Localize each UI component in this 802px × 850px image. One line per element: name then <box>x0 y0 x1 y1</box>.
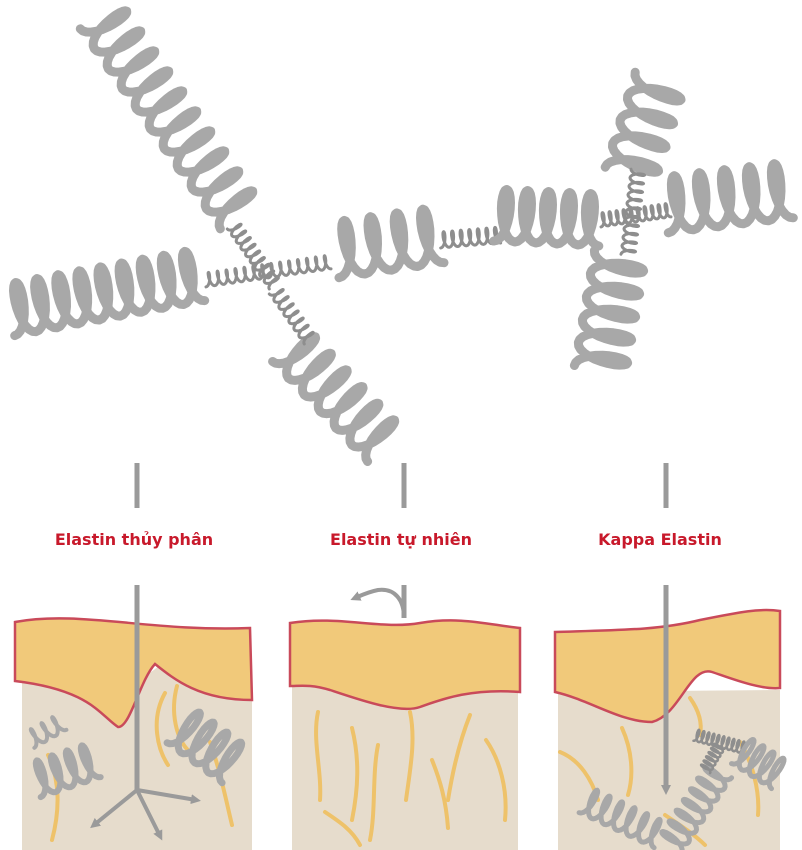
label-hydrolyzed-elastin: Elastin thủy phân <box>55 530 213 549</box>
kappa-elastin-spring <box>699 742 727 775</box>
elastin-helix-arm <box>663 159 798 238</box>
elastin-fragment <box>163 708 246 787</box>
elastin-helix-arm <box>334 204 449 283</box>
elastin-helix-arm <box>268 332 400 466</box>
crosslink-coil <box>619 167 646 256</box>
fragmented-elastin-springs <box>28 708 246 801</box>
elastin-fragment <box>28 715 69 750</box>
crosslink-coil <box>267 288 315 346</box>
epidermis-layer <box>13 617 254 729</box>
label-natural-elastin: Elastin tự nhiên <box>330 530 472 549</box>
crosslink-coil <box>599 202 673 229</box>
connector-lines <box>134 463 669 508</box>
kappa-elastin-spring <box>692 728 746 756</box>
intact-elastin-springs <box>576 728 787 850</box>
label-kappa-elastin: Kappa Elastin <box>598 530 722 549</box>
bounce-back-arrow <box>350 587 406 619</box>
kappa-elastin-spring <box>729 737 787 792</box>
dermis-layer <box>558 690 780 850</box>
skin-panel-natural <box>288 585 522 850</box>
dermis-layer <box>292 685 518 850</box>
kappa-elastin-spring <box>576 787 663 850</box>
crosslink-coil <box>439 225 503 250</box>
collagen-fibers <box>314 710 508 847</box>
elastin-helix-arm <box>569 246 649 370</box>
epidermis-layer <box>288 619 522 711</box>
elastin-molecule-structures <box>9 6 798 466</box>
elastin-helix-arm <box>489 185 604 251</box>
elastin-helix-arm <box>600 67 686 177</box>
skin-panel-kappa <box>553 585 787 850</box>
kappa-elastin-spring <box>659 764 735 850</box>
skin-panel-hydrolyzed <box>13 585 254 850</box>
scatter-arrows <box>90 788 201 841</box>
elastin-helix-arm <box>75 6 258 234</box>
elastin-fragment <box>32 742 104 801</box>
elastin-helix-arm <box>9 246 210 341</box>
crosslink-coil <box>225 222 280 291</box>
crosslink-coil <box>204 254 333 289</box>
